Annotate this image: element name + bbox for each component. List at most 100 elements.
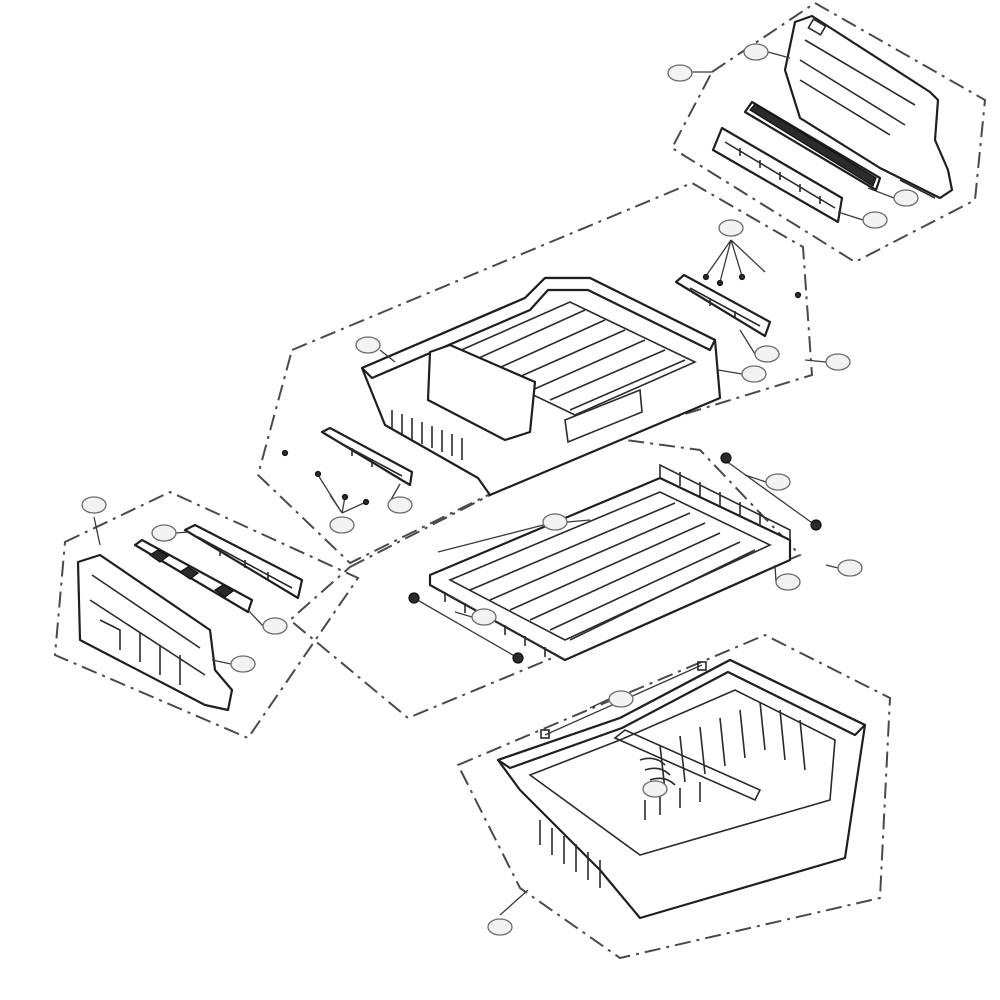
callout-bubble <box>862 211 888 229</box>
callout-bubble <box>667 64 693 82</box>
callout-ellipse <box>837 559 863 577</box>
callout-bubble <box>355 336 381 354</box>
upper-drawer-group <box>281 239 802 514</box>
callout-ellipse <box>862 211 888 229</box>
screw-icon <box>794 291 802 299</box>
top-right-bracket-group <box>711 14 954 224</box>
callout-bubble <box>754 345 780 363</box>
callout-layer <box>81 43 919 936</box>
callout-bubble <box>837 559 863 577</box>
upper-drawer-rim <box>360 276 717 380</box>
callout-bubble <box>741 365 767 383</box>
lower-bin-rim <box>496 658 867 770</box>
left-cover-panel <box>76 553 234 712</box>
clip-icon <box>540 729 550 739</box>
lower-bin-front-vents <box>644 782 701 820</box>
callout-ellipse <box>471 608 497 626</box>
callout-ellipse <box>765 473 791 491</box>
rear-cover-detail <box>799 39 936 199</box>
callout-bubble <box>230 655 256 673</box>
left-bracket-group <box>76 523 304 712</box>
callout-bubble <box>642 780 668 798</box>
clip-icon <box>697 661 707 671</box>
callout-bubble <box>471 608 497 626</box>
roller-icon <box>512 652 524 664</box>
callout-bubble <box>262 617 288 635</box>
callout-ellipse <box>542 513 568 531</box>
callout-bubble <box>329 516 355 534</box>
callout-bubble <box>542 513 568 531</box>
callout-ellipse <box>743 43 769 61</box>
shelf-rod <box>437 521 556 553</box>
lower-bin-divider <box>613 729 762 802</box>
callout-bubble <box>775 573 801 591</box>
roller-icon <box>810 519 822 531</box>
callout-ellipse <box>387 496 413 514</box>
callout-ellipse <box>754 345 780 363</box>
shelf-frame <box>428 476 792 662</box>
callout-ellipse <box>329 516 355 534</box>
upper-drawer-divider-box <box>426 343 537 442</box>
callout-ellipse <box>487 918 513 936</box>
upper-drawer-ribs <box>469 309 686 411</box>
front-rail <box>711 126 844 224</box>
roller-icon <box>408 592 420 604</box>
callout-ellipse <box>262 617 288 635</box>
rear-cover-tab <box>807 18 827 36</box>
callout-ellipse <box>775 573 801 591</box>
lower-bin-group-boundary <box>456 633 892 960</box>
screw-icon <box>281 449 289 457</box>
shelf-lead-2 <box>413 597 519 659</box>
callout-bubble <box>765 473 791 491</box>
screw-icon <box>362 498 370 506</box>
rear-cover-panel <box>783 14 954 200</box>
shelf-rear-wall <box>659 463 791 540</box>
shelf-ribs <box>469 502 756 641</box>
callout-ellipse <box>718 219 744 237</box>
callout-ellipse <box>81 496 107 514</box>
lower-bin-group <box>496 658 867 920</box>
lower-bin-side-vents <box>539 820 601 888</box>
callout-ellipse <box>642 780 668 798</box>
upper-left-bracket-detail <box>334 439 403 477</box>
left-front-rail-detail <box>197 536 293 589</box>
callout-ellipse <box>741 365 767 383</box>
callout-bubble <box>718 219 744 237</box>
front-rail-detail <box>724 141 836 209</box>
callout-bubble <box>387 496 413 514</box>
dark-rail-insert <box>749 103 877 187</box>
shelf-lead-1 <box>721 457 816 526</box>
left-cover-detail <box>89 574 206 685</box>
upper-screws-left <box>281 449 370 514</box>
middle-shelf-group <box>408 452 822 664</box>
screw-icon <box>702 273 710 281</box>
callout-ellipse <box>825 353 851 371</box>
left-dark-rail-insert <box>148 549 235 598</box>
callout-bubble <box>81 496 107 514</box>
lower-bin-ellipse-slots <box>639 757 676 786</box>
callout-ellipse <box>355 336 381 354</box>
callout-ellipse <box>230 655 256 673</box>
callout-ellipse <box>667 64 693 82</box>
shelf-inner <box>448 491 772 641</box>
screw-icon <box>314 470 322 478</box>
left-group-boundary <box>53 490 360 740</box>
callout-leaders <box>93 51 895 916</box>
screw-icon <box>341 493 349 501</box>
upper-right-bracket-detail <box>689 287 761 327</box>
callout-bubble <box>608 690 634 708</box>
callout-ellipse <box>893 189 919 207</box>
callout-bubble <box>825 353 851 371</box>
lower-bin-ribs <box>659 701 806 791</box>
callout-bubble <box>487 918 513 936</box>
callout-bubble <box>151 524 177 542</box>
roller-icon <box>720 452 732 464</box>
screw-icon <box>738 273 746 281</box>
callout-bubble <box>893 189 919 207</box>
upper-drawer-side-vents <box>391 410 463 460</box>
callout-ellipse <box>608 690 634 708</box>
callout-ellipse <box>151 524 177 542</box>
callout-bubble <box>743 43 769 61</box>
